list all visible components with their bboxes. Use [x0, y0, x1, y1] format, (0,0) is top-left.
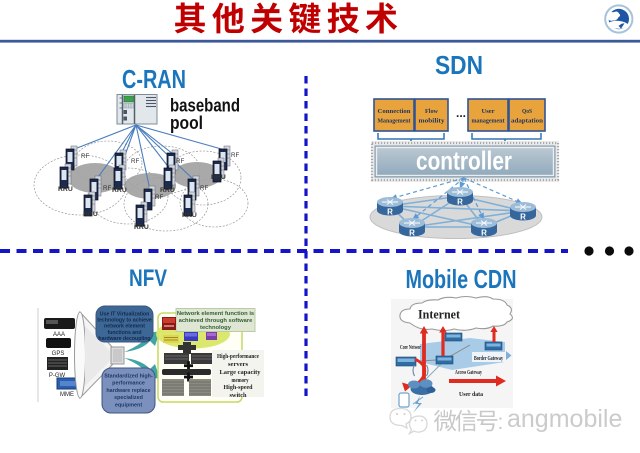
svg-text::: : — [498, 411, 504, 434]
svg-text:hardware decoupling: hardware decoupling — [98, 336, 150, 342]
svg-text:RRU: RRU — [83, 211, 98, 218]
svg-text:High-performance: High-performance — [217, 353, 259, 360]
svg-text:Standardized high-: Standardized high- — [104, 374, 153, 380]
svg-text:RF: RF — [81, 153, 89, 160]
svg-text:GPS: GPS — [52, 351, 65, 357]
svg-text:R: R — [457, 198, 463, 207]
svg-text:Connection: Connection — [378, 108, 411, 115]
svg-text:R: R — [409, 229, 415, 238]
svg-text:network element: network element — [104, 324, 145, 330]
svg-text:RF: RF — [131, 158, 139, 165]
svg-text:P-GW: P-GW — [49, 373, 66, 379]
svg-text:RRU: RRU — [134, 224, 149, 231]
svg-text:Flow: Flow — [425, 108, 438, 115]
svg-text:angmobile: angmobile — [507, 405, 622, 433]
svg-text:RF: RF — [103, 185, 111, 192]
svg-text:RRU: RRU — [58, 186, 73, 193]
svg-text:High-speed: High-speed — [224, 384, 254, 391]
svg-text:RF: RF — [155, 194, 163, 201]
svg-text:RF: RF — [231, 152, 239, 159]
svg-text:...: ... — [456, 106, 466, 120]
svg-text:RF: RF — [176, 158, 184, 165]
svg-text:performance: performance — [112, 381, 145, 387]
svg-text:Use IT Virtualization: Use IT Virtualization — [100, 312, 149, 318]
svg-text:Network element function is: Network element function is — [177, 311, 254, 317]
svg-text:MME: MME — [60, 392, 74, 398]
svg-text:Large capacity: Large capacity — [220, 369, 262, 376]
svg-text:AAA: AAA — [53, 332, 65, 338]
svg-text:technology to achieve: technology to achieve — [97, 318, 152, 324]
svg-text:equipment: equipment — [115, 402, 142, 408]
svg-text:technology: technology — [200, 325, 232, 331]
svg-text:RRU: RRU — [182, 212, 197, 219]
svg-text:QoS: QoS — [522, 108, 532, 115]
svg-text:R: R — [387, 208, 393, 217]
svg-text:memory: memory — [232, 377, 250, 384]
svg-text:Mobile CDN: Mobile CDN — [406, 264, 517, 294]
svg-text:R: R — [481, 229, 487, 238]
svg-text:pool: pool — [170, 113, 203, 133]
svg-text:Internet: Internet — [418, 307, 461, 322]
svg-text:adaptation: adaptation — [511, 117, 543, 124]
svg-text:hardware replace: hardware replace — [106, 388, 150, 394]
svg-text:C-RAN: C-RAN — [122, 64, 186, 94]
svg-text:User data: User data — [459, 391, 484, 398]
svg-text:Management: Management — [378, 117, 412, 124]
svg-text:Core Networ: Core Networ — [400, 345, 421, 351]
svg-text:mobility: mobility — [419, 117, 446, 124]
svg-text:achieved through software: achieved through software — [179, 318, 254, 324]
svg-text:Border Gateway: Border Gateway — [474, 356, 503, 362]
svg-text:RRU: RRU — [112, 187, 127, 194]
svg-text:RRU: RRU — [160, 187, 175, 194]
svg-text:RF: RF — [200, 185, 208, 192]
svg-text:NFV: NFV — [129, 265, 167, 292]
svg-text:switch: switch — [230, 392, 248, 399]
svg-text:management: management — [472, 117, 506, 124]
svg-text:Access Gateway: Access Gateway — [455, 370, 482, 376]
svg-text:functions and: functions and — [107, 330, 141, 336]
svg-text:RRU: RRU — [211, 174, 226, 181]
svg-text:SDN: SDN — [435, 50, 483, 80]
svg-text:specialized: specialized — [114, 395, 143, 401]
svg-text:User: User — [482, 108, 495, 115]
svg-text:servers: servers — [228, 361, 249, 368]
svg-text:controller: controller — [416, 146, 512, 176]
svg-text:R: R — [520, 213, 526, 222]
svg-text:baseband: baseband — [170, 96, 240, 116]
